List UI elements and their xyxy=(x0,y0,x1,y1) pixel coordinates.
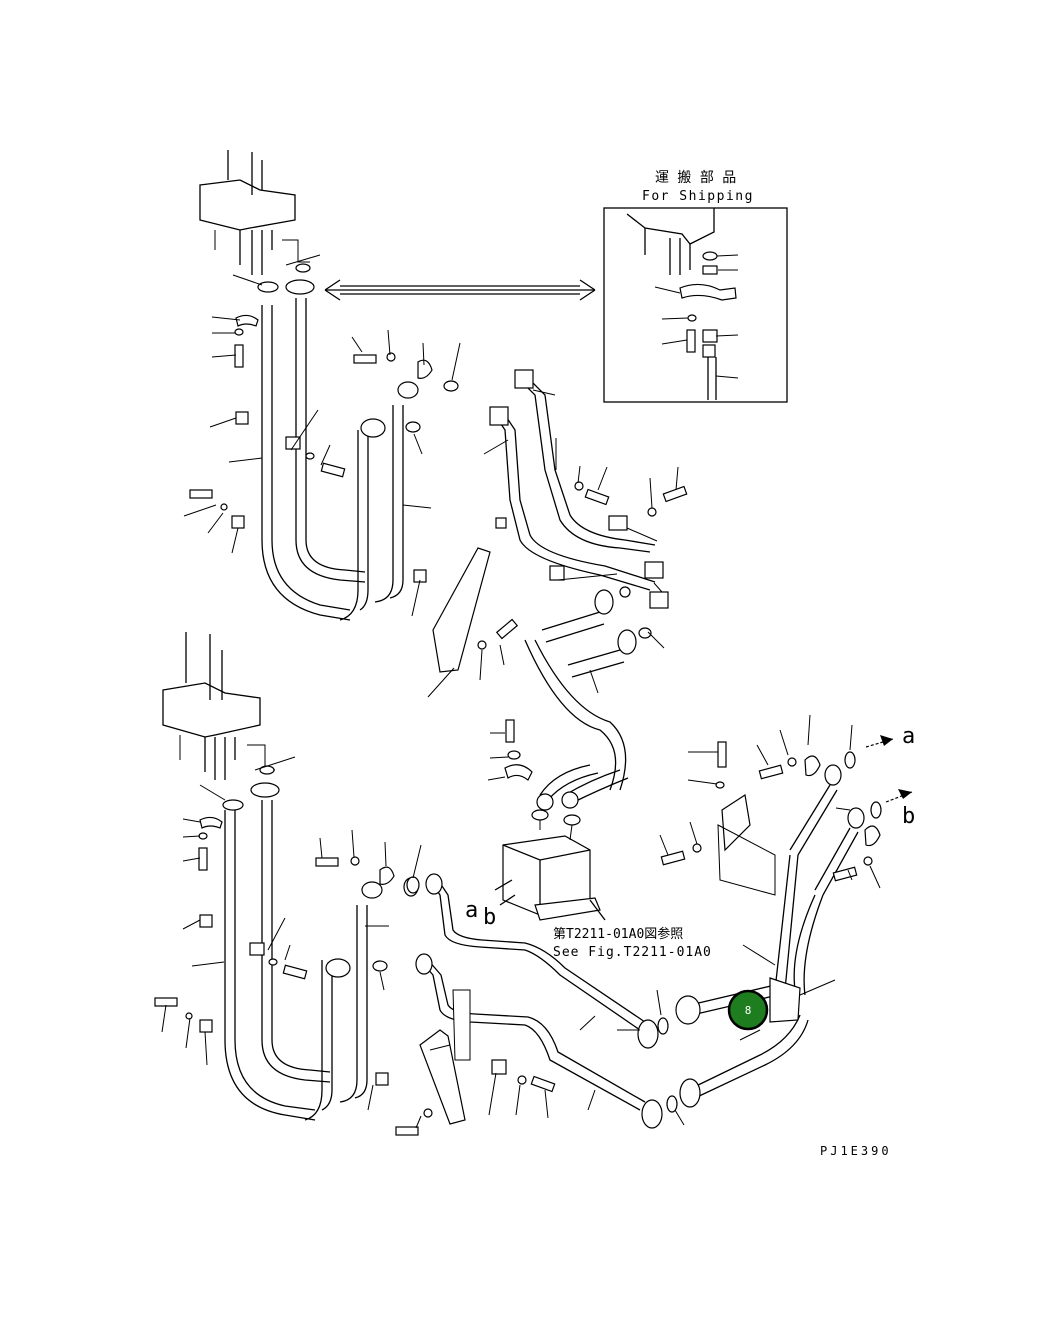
callout-circle[interactable] xyxy=(727,989,769,1031)
shipping-title-jp: 運 搬 部 品 xyxy=(655,170,736,186)
port-arrows xyxy=(865,735,913,803)
port-ab-b-label: b xyxy=(483,905,496,930)
port-ab-a-label: a xyxy=(465,898,478,923)
reference-text-en: See Fig.T2211-01A0 xyxy=(553,945,712,960)
drawing-code: PJ1E390 xyxy=(820,1144,892,1158)
leader-lines-lower xyxy=(161,714,881,1129)
callout-number: 8 xyxy=(745,1004,752,1017)
lower-assembly xyxy=(154,632,882,1136)
port-a-label: a xyxy=(902,724,915,749)
shipping-inset-frame xyxy=(603,207,788,403)
shipping-inset: 運 搬 部 品 For Shipping xyxy=(603,170,788,403)
shipping-title-en: For Shipping xyxy=(642,189,754,204)
reference-text-jp: 第T2211-01A0図参照 xyxy=(553,926,683,942)
upper-assembly xyxy=(189,150,688,791)
ref-arrows xyxy=(494,879,606,921)
double-arrow xyxy=(324,279,596,301)
leader-lines-upper xyxy=(183,254,679,698)
part-callout-8[interactable]: 8 xyxy=(727,989,769,1031)
port-b-label: b xyxy=(902,804,915,829)
